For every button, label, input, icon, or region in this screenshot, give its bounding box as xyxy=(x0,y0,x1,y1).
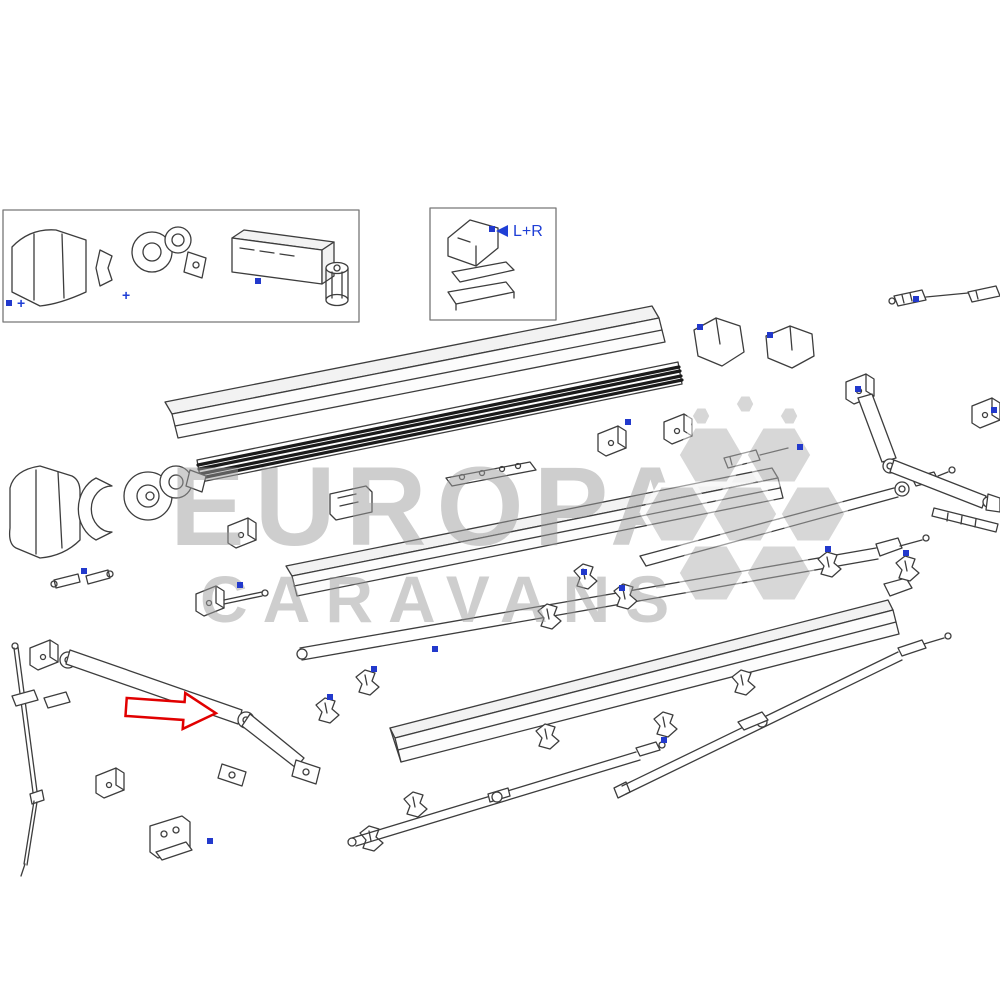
clamp-bracket xyxy=(653,711,678,738)
clamp-bracket xyxy=(895,555,920,582)
part-marker xyxy=(489,226,495,232)
blue-labels: L+R + + xyxy=(17,223,543,311)
case-end-cover-left xyxy=(693,317,745,367)
watermark-text-line2: CARAVANS xyxy=(200,562,684,636)
clamp-bracket xyxy=(817,551,842,578)
crank-rod xyxy=(11,642,45,877)
part-marker xyxy=(237,582,243,588)
plus-label-left: + xyxy=(17,295,25,311)
plus-label-mid: + xyxy=(122,287,130,303)
part-marker xyxy=(255,278,261,284)
part-markers xyxy=(6,226,997,844)
part-marker xyxy=(913,296,919,302)
red-pointer-arrow xyxy=(124,690,219,731)
clamp-bracket xyxy=(731,669,756,696)
clamp-bracket xyxy=(315,697,340,724)
part-marker xyxy=(697,324,703,330)
gear-assembly xyxy=(123,465,207,521)
awning-case-lid xyxy=(164,305,666,439)
spring-arm-right xyxy=(845,373,1000,513)
bracket-with-pin xyxy=(195,585,269,617)
part-marker xyxy=(619,585,625,591)
part-marker xyxy=(855,386,861,392)
mounting-bar xyxy=(445,461,537,487)
inset-box-2 xyxy=(429,207,557,321)
watermark-text-line1: EUROPA xyxy=(170,444,701,569)
part-marker xyxy=(825,546,831,552)
foot-bracket xyxy=(149,815,193,861)
part-marker xyxy=(432,646,438,652)
lr-label: L+R xyxy=(513,223,543,240)
part-marker xyxy=(207,838,213,844)
part-marker xyxy=(581,569,587,575)
watermark-logo-hexagons xyxy=(640,391,850,605)
lr-plate-upper xyxy=(451,261,515,283)
part-marker xyxy=(625,419,631,425)
slotted-plate xyxy=(329,485,373,521)
lr-callout-arrow xyxy=(496,225,508,237)
wall-bracket xyxy=(95,767,125,799)
inset-box-1 xyxy=(2,209,360,323)
end-cap-left xyxy=(8,465,81,559)
motor-cylinder-part xyxy=(325,261,349,307)
part-marker xyxy=(81,568,87,574)
part-marker xyxy=(661,737,667,743)
clip-part xyxy=(95,249,113,287)
clamp-bracket xyxy=(403,791,428,818)
gear-motor-part xyxy=(131,226,207,279)
part-marker xyxy=(797,444,803,450)
support-arm-bottom-right xyxy=(613,632,952,799)
lead-rail xyxy=(389,577,913,763)
spring-arm-left xyxy=(11,639,321,787)
main-diagram xyxy=(2,207,1000,877)
lr-bracket-part xyxy=(447,219,499,267)
control-box-part xyxy=(231,229,335,285)
support-arm-bottom-middle xyxy=(347,741,666,847)
part-marker xyxy=(767,332,773,338)
end-cap-c-bracket xyxy=(77,477,113,541)
clamp-bracket xyxy=(355,669,380,696)
part-marker xyxy=(991,407,997,413)
case-end-cover-right xyxy=(765,325,815,369)
watermark: EUROPA CARAVANS xyxy=(170,391,850,636)
part-marker xyxy=(327,694,333,700)
rail-strip-right xyxy=(931,507,999,533)
clamp-bracket xyxy=(535,723,560,750)
lr-plate-lower xyxy=(447,281,515,311)
fabric-roller xyxy=(196,361,684,483)
pivot-cylinders-top-right xyxy=(888,285,1000,307)
pivot-pins-left xyxy=(50,569,114,589)
part-marker xyxy=(371,666,377,672)
part-marker xyxy=(903,550,909,556)
cover-cap-part xyxy=(11,229,87,307)
part-marker xyxy=(6,300,12,306)
